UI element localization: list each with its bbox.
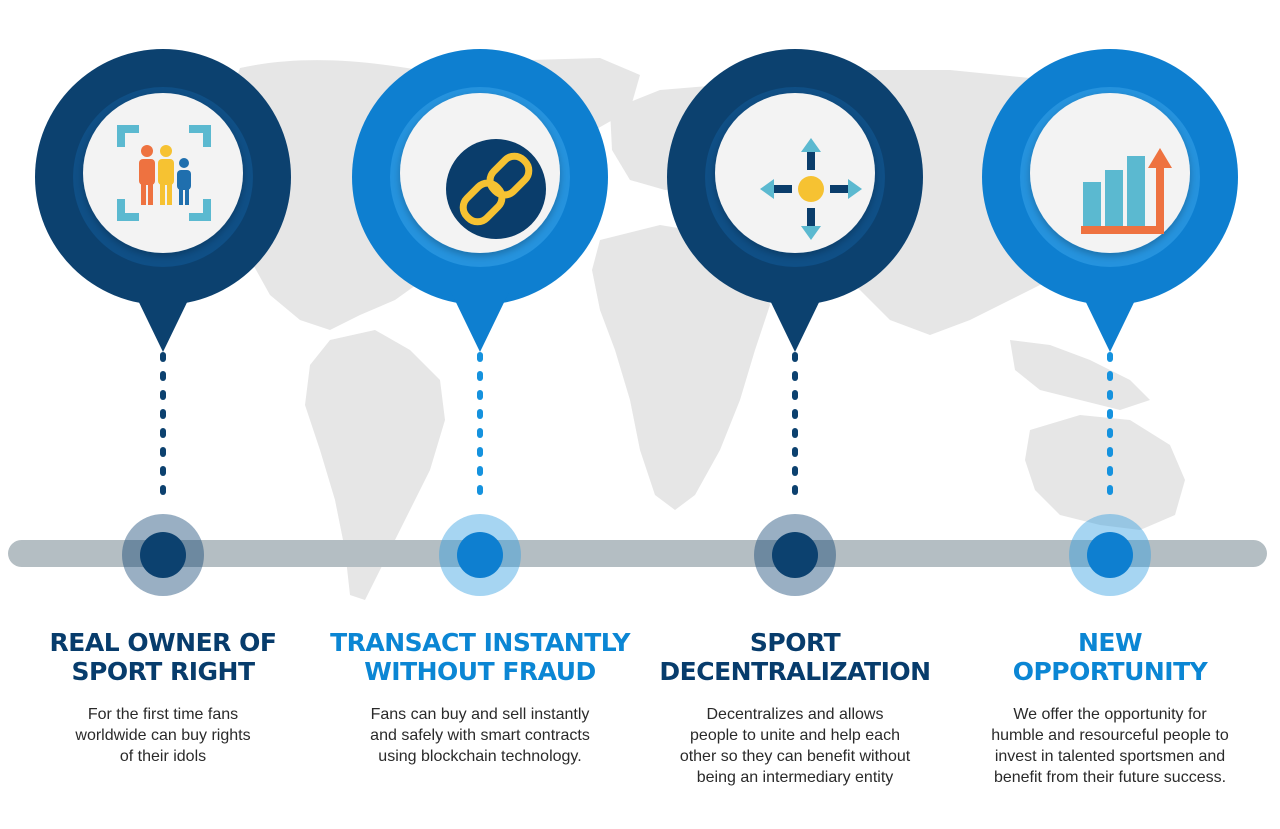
timeline-node [140, 532, 186, 578]
map-southeast-asia-islands [1010, 340, 1150, 410]
map-pin-marker [960, 0, 1260, 380]
chain-link-icon [425, 118, 566, 259]
growth-chart-icon [1055, 118, 1196, 259]
timeline-node [457, 532, 503, 578]
map-pin-marker [13, 0, 313, 380]
dotted-connector [1107, 352, 1113, 510]
decentralize-arrows-icon [740, 118, 881, 259]
map-south-america [305, 330, 445, 600]
map-africa [592, 225, 770, 510]
map-pin-marker [330, 0, 630, 380]
people-group-icon [93, 103, 234, 244]
timeline-node [1087, 532, 1133, 578]
dotted-connector [477, 352, 483, 510]
dotted-connector [160, 352, 166, 510]
map-australia [1025, 415, 1185, 530]
dotted-connector [792, 352, 798, 510]
map-pin-marker [645, 0, 945, 380]
timeline-node [772, 532, 818, 578]
timeline-bar [8, 540, 1267, 567]
